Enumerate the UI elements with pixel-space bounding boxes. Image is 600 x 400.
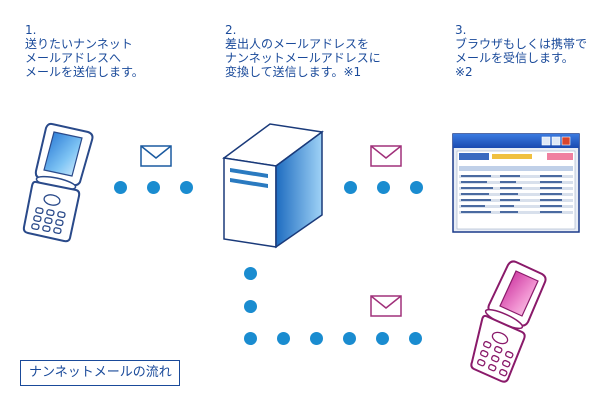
mobile-phone-blue-icon [22, 122, 94, 243]
flow-dot [147, 181, 160, 194]
flow-dot [244, 300, 257, 313]
step-1-line-3: メールを送信します。 [25, 65, 144, 79]
browser-window-icon [452, 133, 580, 233]
flow-dot [244, 332, 257, 345]
flow-dot [114, 181, 127, 194]
step-2-description: 2. 差出人のメールアドレスを ナンネットメールアドレスに 変換して送信します。… [225, 23, 381, 79]
server-tower-icon [222, 123, 324, 249]
flow-dot [376, 332, 389, 345]
step-1-line-1: 送りたいナンネット [25, 37, 133, 51]
diagram-caption: ナンネットメールの流れ [20, 360, 180, 386]
step-1-number: 1. [25, 23, 37, 37]
envelope-icon [370, 145, 402, 167]
step-2-line-3: 変換して送信します。※1 [225, 65, 362, 79]
step-3-line-2: メールを受信します。 [455, 51, 574, 65]
step-3-line-1: ブラウザもしくは携帯で [455, 37, 588, 51]
step-1-description: 1. 送りたいナンネット メールアドレスへ メールを送信します。 [25, 23, 144, 79]
flow-dot [377, 181, 390, 194]
flow-dot [244, 267, 257, 280]
step-2-line-2: ナンネットメールアドレスに [225, 51, 381, 65]
flow-dot [344, 181, 357, 194]
flow-dot [343, 332, 356, 345]
flow-dot [310, 332, 323, 345]
step-3-number: 3. [455, 23, 467, 37]
flow-dot [409, 332, 422, 345]
step-3-description: 3. ブラウザもしくは携帯で メールを受信します。 ※2 [455, 23, 587, 79]
envelope-icon [370, 295, 402, 317]
step-1-line-2: メールアドレスへ [25, 51, 122, 65]
envelope-icon [140, 145, 172, 167]
flow-dot [180, 181, 193, 194]
flow-dot [410, 181, 423, 194]
step-2-number: 2. [225, 23, 237, 37]
step-3-line-3: ※2 [455, 65, 473, 79]
step-2-line-1: 差出人のメールアドレスを [225, 37, 370, 51]
flow-dot [277, 332, 290, 345]
mobile-phone-pink-icon [470, 260, 547, 383]
